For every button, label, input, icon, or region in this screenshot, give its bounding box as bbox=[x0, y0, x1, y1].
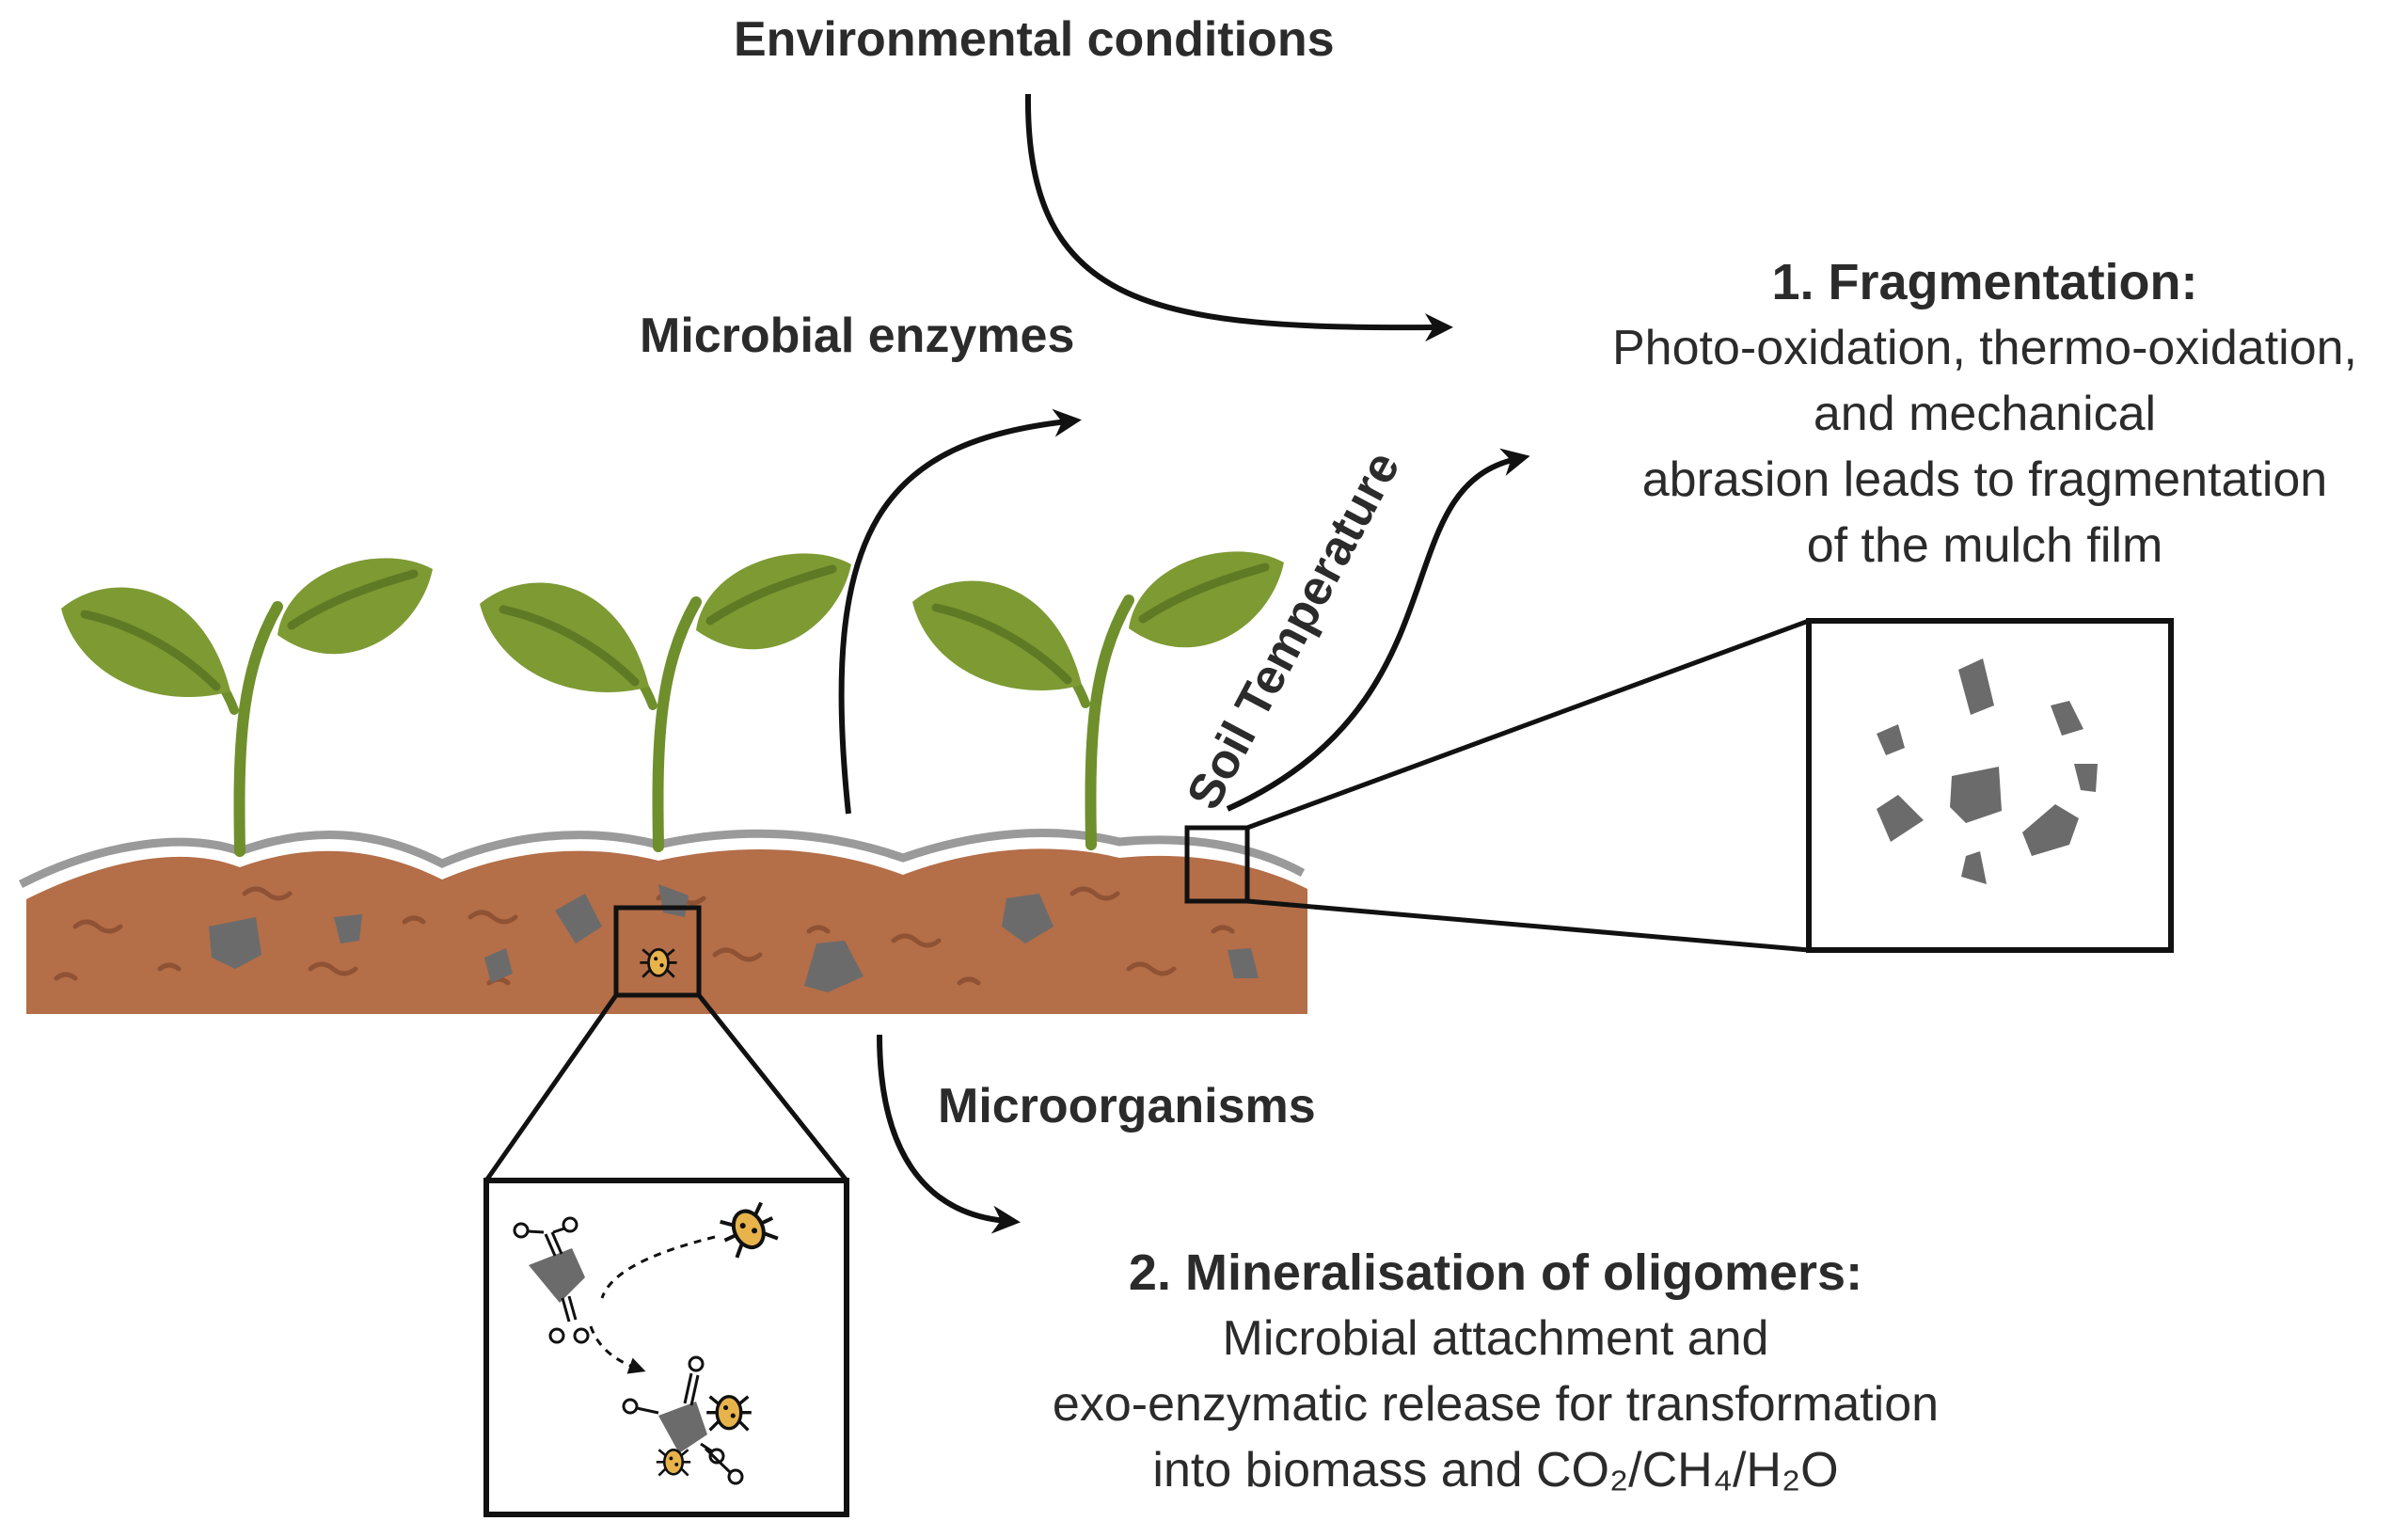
microbes-zoom-panel bbox=[483, 1178, 849, 1517]
fragmentation-description: Photo-oxidation, thermo-oxidation, and m… bbox=[1611, 321, 2357, 573]
mineralisation-heading: 2. Mineralisation of oligomers: bbox=[1128, 1244, 1863, 1301]
microbe-zoom-source-box bbox=[613, 905, 702, 998]
process-arrows bbox=[838, 93, 1530, 1234]
soil-texture bbox=[54, 886, 1235, 986]
fragment-zoom-source-box bbox=[1184, 825, 1250, 904]
plant-seedling-1 bbox=[61, 558, 433, 857]
microorganisms-label: Microorganisms bbox=[938, 1079, 1316, 1133]
soil-bed bbox=[18, 829, 1307, 1014]
fragments-zoom-panel bbox=[1806, 618, 2174, 953]
zoom-connectors bbox=[483, 618, 1810, 1182]
environmental-conditions-label: Environmental conditions bbox=[734, 12, 1335, 67]
arrow-microbial-enzymes bbox=[838, 408, 1082, 815]
soil-fragments bbox=[209, 884, 1259, 992]
plant-seedling-2 bbox=[480, 553, 851, 852]
plant-seedling-3 bbox=[912, 551, 1284, 850]
fragmentation-text-block: 1. Fragmentation: Photo-oxidation, therm… bbox=[1561, 249, 2408, 578]
arrow-environmental-to-fragmentation bbox=[1024, 93, 1453, 342]
mineralisation-text-block: 2. Mineralisation of oligomers: Microbia… bbox=[969, 1240, 2022, 1503]
arrow-soil-temperature bbox=[1226, 448, 1530, 812]
arrow-microorganisms bbox=[877, 1034, 1021, 1234]
mineralisation-description: Microbial attachment and exo-enzymatic r… bbox=[1052, 1311, 1940, 1497]
microbial-enzymes-label: Microbial enzymes bbox=[640, 309, 1075, 363]
fragmentation-heading: 1. Fragmentation: bbox=[1771, 254, 2198, 310]
